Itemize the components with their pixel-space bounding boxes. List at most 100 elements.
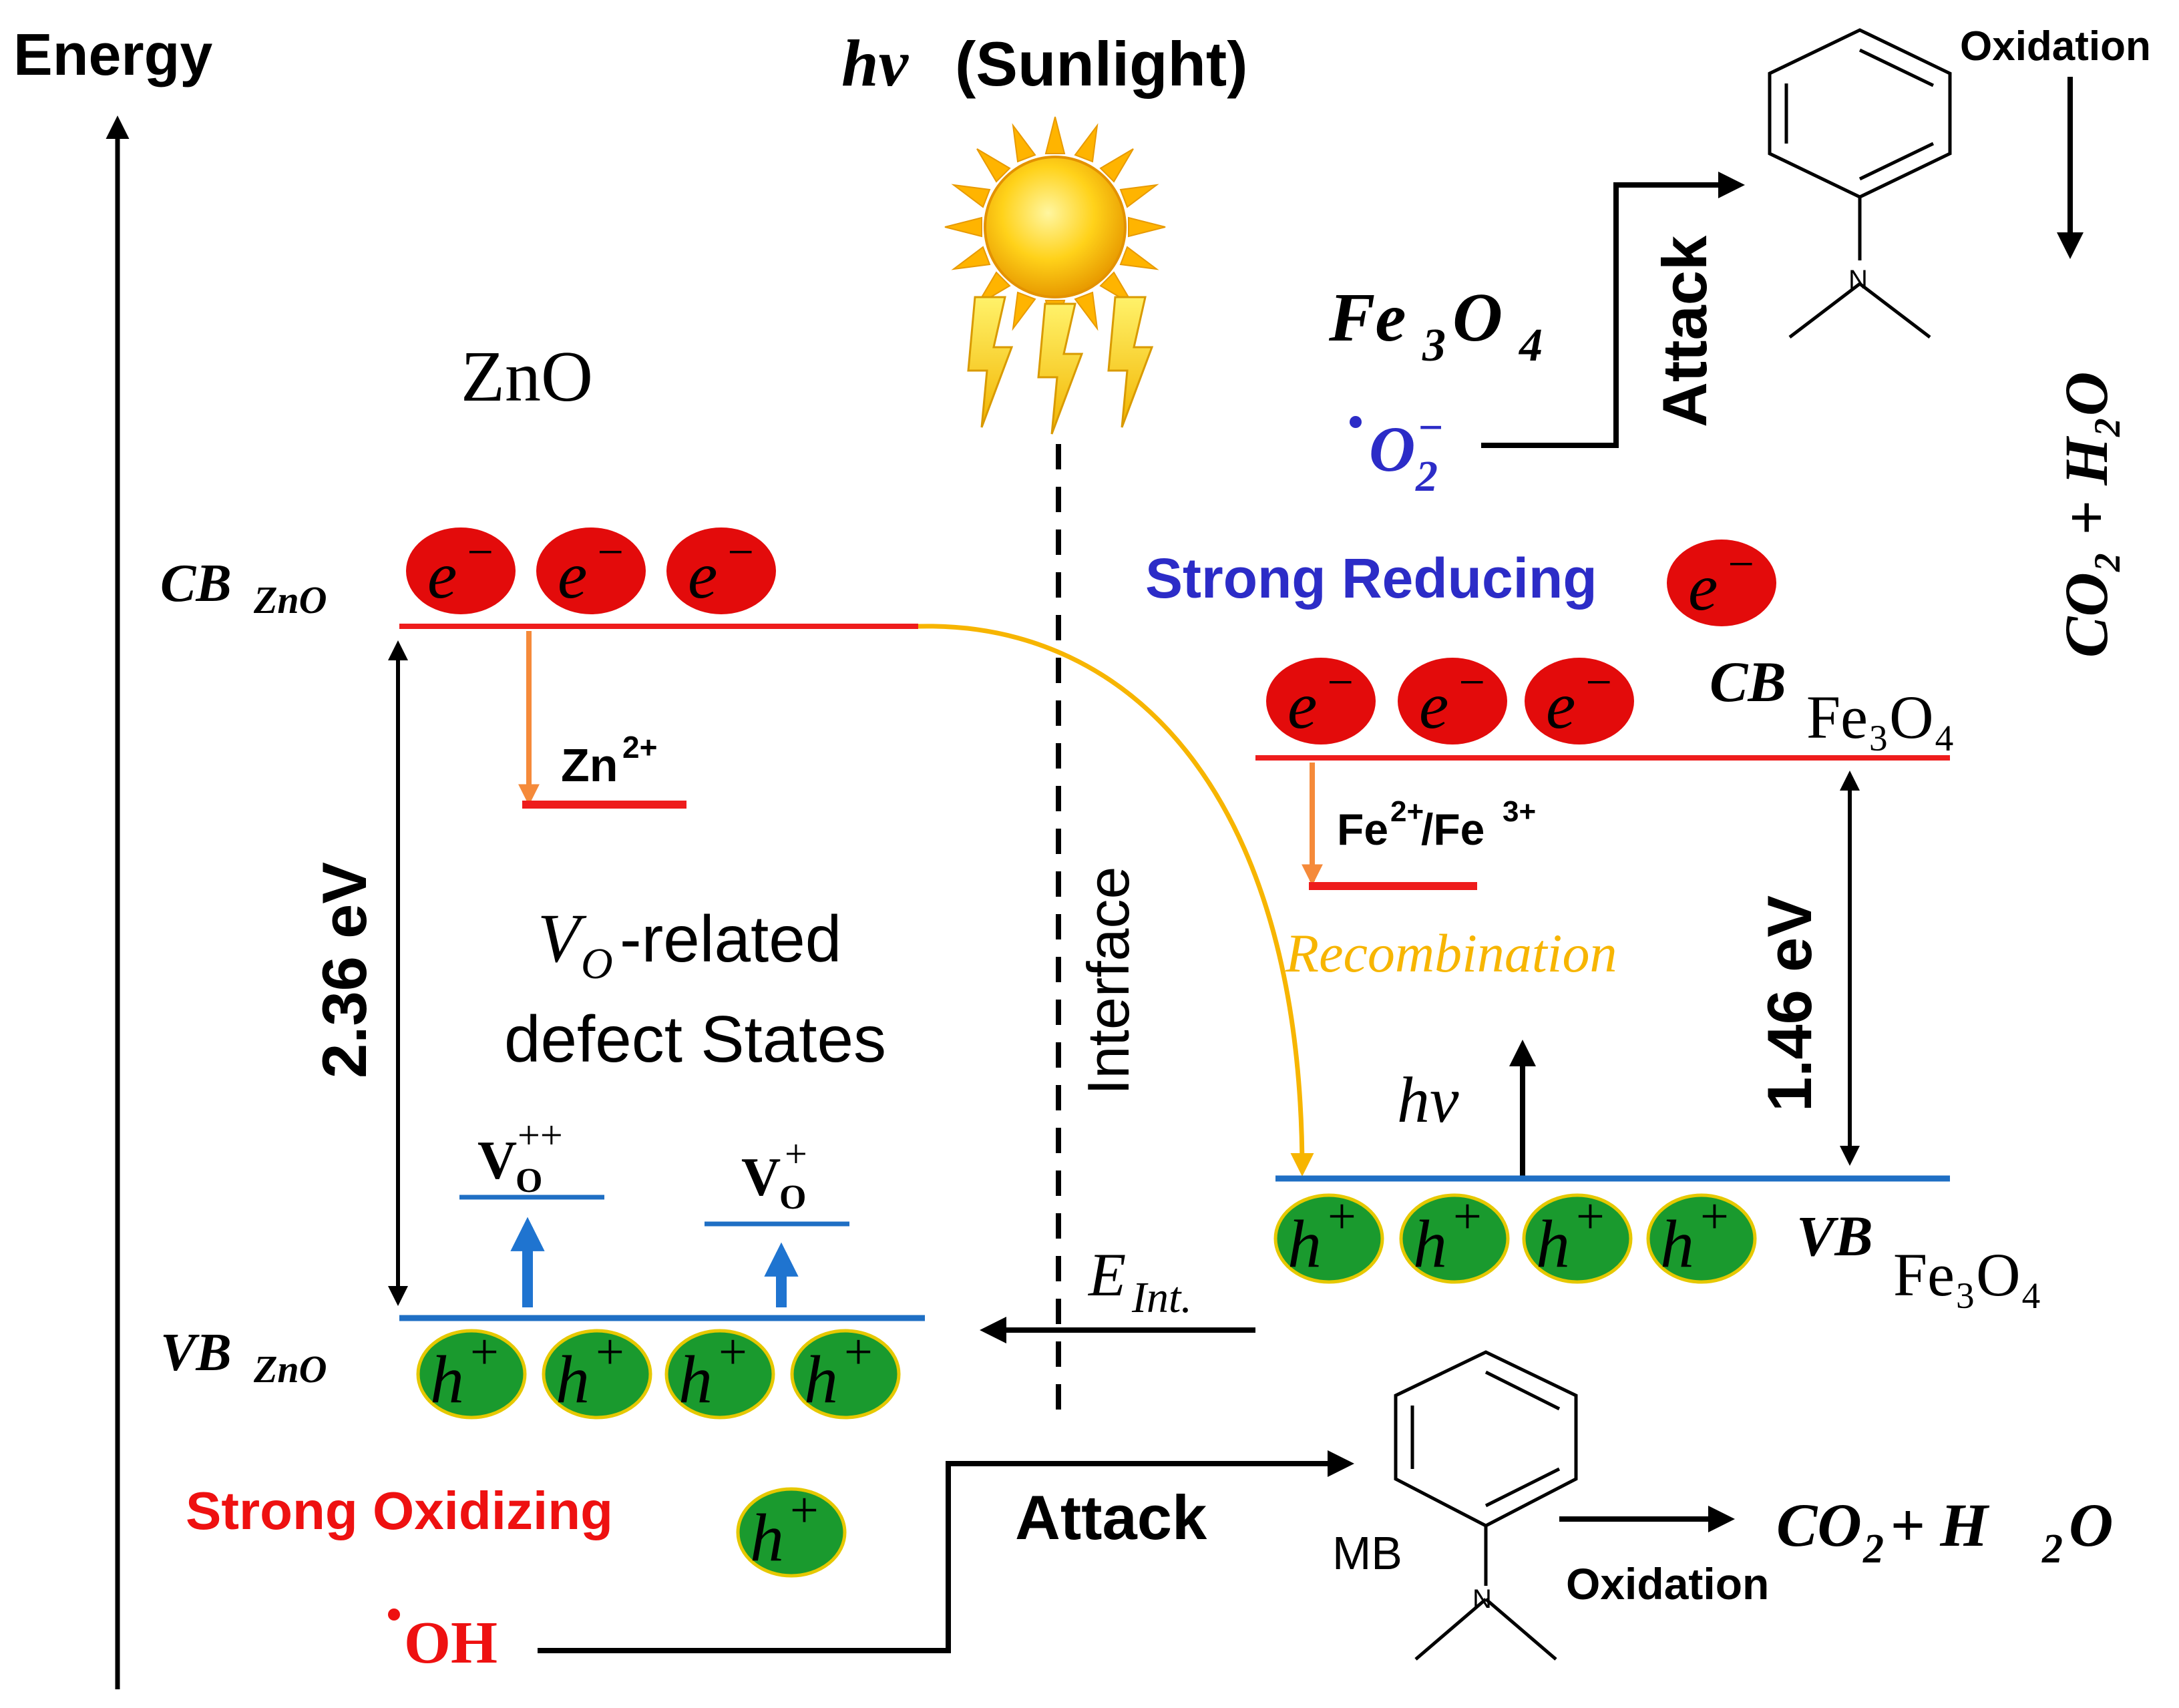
- svg-text:+: +: [1700, 1189, 1729, 1245]
- svg-text:+: +: [844, 1324, 873, 1380]
- bottom-attack-arrow: [538, 1450, 1354, 1653]
- zno-vb-label: VB ZnO: [160, 1323, 327, 1391]
- svg-text:+: +: [596, 1324, 624, 1380]
- fe3o4-hv-label: hv: [1397, 1064, 1459, 1136]
- zno-title: ZnO: [461, 337, 593, 417]
- electron: e −: [406, 527, 516, 614]
- light-title: hv (Sunlight): [841, 26, 1248, 100]
- strong-reducing-label: Strong Reducing: [1145, 547, 1597, 610]
- svg-text:VB: VB: [1796, 1204, 1873, 1268]
- svg-text:Fe₃O₄: Fe₃O₄: [1893, 1241, 2042, 1309]
- svg-text:/Fe: /Fe: [1421, 805, 1484, 854]
- hole: h +: [1273, 1189, 1384, 1284]
- recombination-label: Recombination: [1285, 923, 1617, 984]
- svg-text:h: h: [430, 1342, 464, 1418]
- fe3o4-gap-label: 1.46 eV: [1754, 895, 1824, 1112]
- hole: h +: [416, 1324, 527, 1420]
- hole: h +: [1646, 1189, 1757, 1284]
- svg-text:−: −: [464, 527, 496, 578]
- svg-text:O: O: [581, 939, 613, 988]
- lightning-bolt-icon: [967, 296, 1154, 435]
- svg-text:2: 2: [1415, 452, 1438, 501]
- svg-text:++: ++: [518, 1113, 563, 1157]
- svg-text:h: h: [1413, 1207, 1447, 1282]
- svg-text:e: e: [688, 538, 717, 612]
- svg-text:ZnO: ZnO: [253, 578, 327, 622]
- svg-text:+: +: [719, 1324, 747, 1380]
- svg-text:O: O: [1452, 279, 1503, 356]
- electron: e −: [1266, 657, 1376, 744]
- svg-text:−: −: [594, 527, 626, 578]
- svg-text:Zn: Zn: [561, 739, 618, 791]
- fe3o4-vb-label: VB Fe₃O₄: [1796, 1204, 2042, 1309]
- svg-text:Fe: Fe: [1328, 279, 1406, 356]
- svg-text:2+: 2+: [622, 730, 657, 765]
- svg-text:h: h: [750, 1500, 784, 1576]
- svg-text:−: −: [1583, 657, 1614, 708]
- fe3o4-cb-label: CB Fe₃O₄: [1710, 650, 1955, 751]
- internal-field: E Int.: [980, 1241, 1255, 1343]
- svg-text:e: e: [558, 538, 587, 612]
- oxidizing-hole: h +: [736, 1482, 847, 1578]
- svg-text:Fe₃O₄: Fe₃O₄: [1806, 683, 1955, 751]
- vo-defect-title: V O -related defect States: [504, 900, 886, 1076]
- svg-text:2+: 2+: [1390, 795, 1424, 828]
- svg-text:e: e: [1688, 550, 1718, 624]
- svg-text:−: −: [1417, 403, 1444, 452]
- svg-text:V: V: [538, 900, 587, 977]
- svg-text:h: h: [678, 1342, 713, 1418]
- electron: e −: [1398, 657, 1507, 744]
- mb-nitrogen: N: [1472, 1584, 1492, 1614]
- reducing-electron: e −: [1667, 539, 1776, 626]
- svg-text:−: −: [725, 527, 756, 578]
- svg-text:h: h: [804, 1342, 838, 1418]
- fe3o4-title: Fe 3 O 4: [1328, 279, 1543, 371]
- light-source: (Sunlight): [955, 29, 1248, 99]
- recombination-arrow: [918, 624, 1314, 1177]
- svg-text:+: +: [1453, 1189, 1482, 1245]
- electron: e −: [536, 527, 646, 614]
- svg-text:ZnO: ZnO: [253, 1347, 327, 1391]
- top-oxidation-label: Oxidation: [1960, 23, 2151, 69]
- svg-text:+: +: [1576, 1189, 1605, 1245]
- svg-text:defect States: defect States: [504, 1002, 886, 1076]
- svg-text:2: 2: [2041, 1526, 2063, 1572]
- zno-defect-label: Zn 2+: [561, 730, 657, 791]
- strong-oxidizing-label: Strong Oxidizing: [186, 1481, 613, 1540]
- mb-molecule-icon: [1394, 1350, 1578, 1661]
- fe3o4-defect-label: Fe 2+ /Fe 3+: [1337, 795, 1536, 854]
- electron: e −: [666, 527, 776, 614]
- svg-text:V: V: [477, 1130, 517, 1191]
- svg-text:−: −: [1725, 539, 1756, 590]
- molecule-icon: [1768, 28, 1952, 339]
- svg-text:CB: CB: [160, 554, 232, 613]
- zno-cb-label: CB ZnO: [160, 554, 327, 622]
- svg-text:3+: 3+: [1503, 795, 1536, 828]
- molecule-nitrogen: N: [1848, 265, 1868, 294]
- svg-text:CO: CO: [1776, 1491, 1862, 1559]
- vo-plus-state: V O +: [705, 1132, 849, 1307]
- energy-axis: Energy: [13, 21, 212, 1689]
- svg-text:+: +: [785, 1132, 807, 1176]
- svg-text:+: +: [790, 1482, 819, 1538]
- zno-gap-label: 2.36 eV: [309, 862, 379, 1078]
- top-attack-arrow: [1481, 172, 1745, 448]
- svg-text:2: 2: [1862, 1526, 1884, 1572]
- svg-text:e: e: [1546, 668, 1575, 742]
- superoxide-radical: O 2 −: [1350, 403, 1444, 501]
- svg-text:3: 3: [1422, 320, 1446, 371]
- svg-text:+ H: + H: [1890, 1491, 1989, 1559]
- bottom-oxidation-label: Oxidation: [1566, 1559, 1769, 1609]
- hole: h +: [1522, 1189, 1633, 1284]
- svg-text:O: O: [1369, 413, 1415, 485]
- electron: e −: [1525, 657, 1634, 744]
- hole: h +: [542, 1324, 652, 1420]
- vo-plusplus-state: V O ++: [459, 1113, 604, 1307]
- hole: h +: [790, 1324, 901, 1420]
- fe3o4-hole-group: h + h + h + h +: [1273, 1189, 1757, 1284]
- mb-label: MB: [1332, 1527, 1402, 1579]
- svg-text:e: e: [1287, 668, 1317, 742]
- hole: h +: [1399, 1189, 1510, 1284]
